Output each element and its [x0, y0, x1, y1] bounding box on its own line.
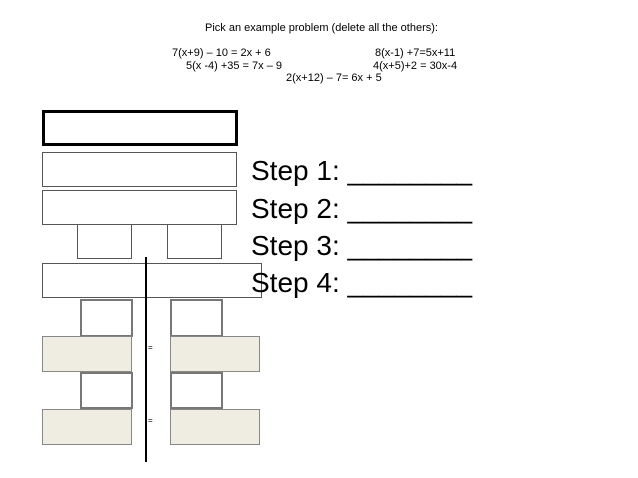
- step5-right-box[interactable]: [170, 299, 223, 337]
- step5-left-box[interactable]: [80, 299, 133, 337]
- step6-left-box[interactable]: [42, 336, 132, 372]
- step-2-label: Step 2: ________: [251, 193, 473, 224]
- problem-right-2[interactable]: 4(x+5)+2 = 30x-4: [373, 60, 458, 72]
- equal-sign-2: =: [148, 416, 153, 425]
- step2-box[interactable]: [42, 190, 237, 225]
- step-4-label: Step 4: ________: [251, 267, 473, 298]
- step8-right-box[interactable]: [170, 409, 260, 445]
- step-1-label: Step 1: ________: [251, 155, 473, 186]
- step7-left-box[interactable]: [80, 372, 133, 409]
- step8-left-box[interactable]: [42, 409, 132, 445]
- problem-right-1[interactable]: 8(x-1) +7=5x+11: [375, 47, 456, 59]
- step6-right-box[interactable]: [170, 336, 260, 372]
- step-3-label: Step 3: ________: [251, 230, 473, 261]
- problem-box[interactable]: [42, 110, 238, 146]
- step3-right-box[interactable]: [167, 224, 222, 259]
- step1-box[interactable]: [42, 152, 237, 187]
- step7-right-box[interactable]: [170, 372, 223, 409]
- instruction-text: Pick an example problem (delete all the …: [205, 22, 438, 34]
- equals-divider-line: [145, 257, 147, 462]
- step3-left-box[interactable]: [77, 224, 132, 259]
- problem-center[interactable]: 2(x+12) – 7= 6x + 5: [286, 72, 382, 84]
- problem-left-1[interactable]: 7(x+9) – 10 = 2x + 6: [172, 47, 271, 59]
- equal-sign-1: =: [148, 343, 153, 352]
- step4-box[interactable]: [42, 263, 262, 298]
- problem-left-2[interactable]: 5(x -4) +35 = 7x – 9: [186, 60, 282, 72]
